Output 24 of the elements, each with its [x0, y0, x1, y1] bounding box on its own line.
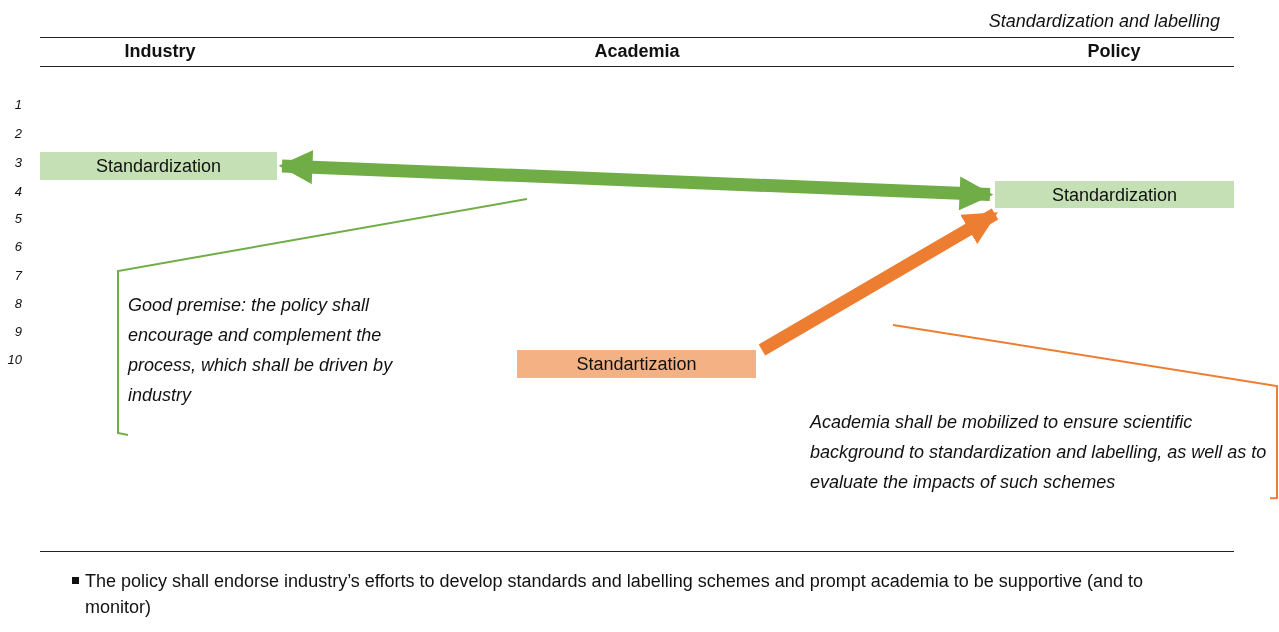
line-number: 3: [13, 155, 22, 170]
callout-text: Good premise: the policy shall encourage and complement the process, which shall be driven by industry: [128, 290, 443, 435]
arrow: [278, 150, 994, 211]
leader-line: [892, 324, 1278, 500]
leader-line: [117, 198, 528, 436]
line-number: 10: [6, 352, 22, 367]
column-heading: Academia: [593, 41, 681, 62]
line-number: 2: [13, 126, 22, 141]
line-number: 4: [13, 184, 22, 199]
arrow: [758, 208, 999, 356]
process-box: Standardization: [995, 181, 1234, 208]
process-box: Standardization: [40, 152, 277, 180]
subtitle: Standardization and labelling: [988, 11, 1220, 32]
line-number: 5: [13, 211, 22, 226]
line-number: 7: [13, 268, 22, 283]
column-heading: Policy: [1086, 41, 1142, 62]
line-number: 8: [13, 296, 22, 311]
callout-text: Academia shall be mobilized to ensure scientific background to standardization and labelling, as well as to evaluate the impacts of such schemes: [810, 407, 1270, 500]
bullet-text: The policy shall endorse industry’s efforts to develop standards and labelling schemes and prompt academia to be supportive (and to monitor): [85, 570, 1144, 619]
column-heading: Industry: [123, 41, 197, 62]
line-number: 1: [13, 97, 22, 112]
line-number: 6: [13, 239, 22, 254]
process-box: Standartization: [517, 350, 756, 378]
line-number: 9: [13, 324, 22, 339]
